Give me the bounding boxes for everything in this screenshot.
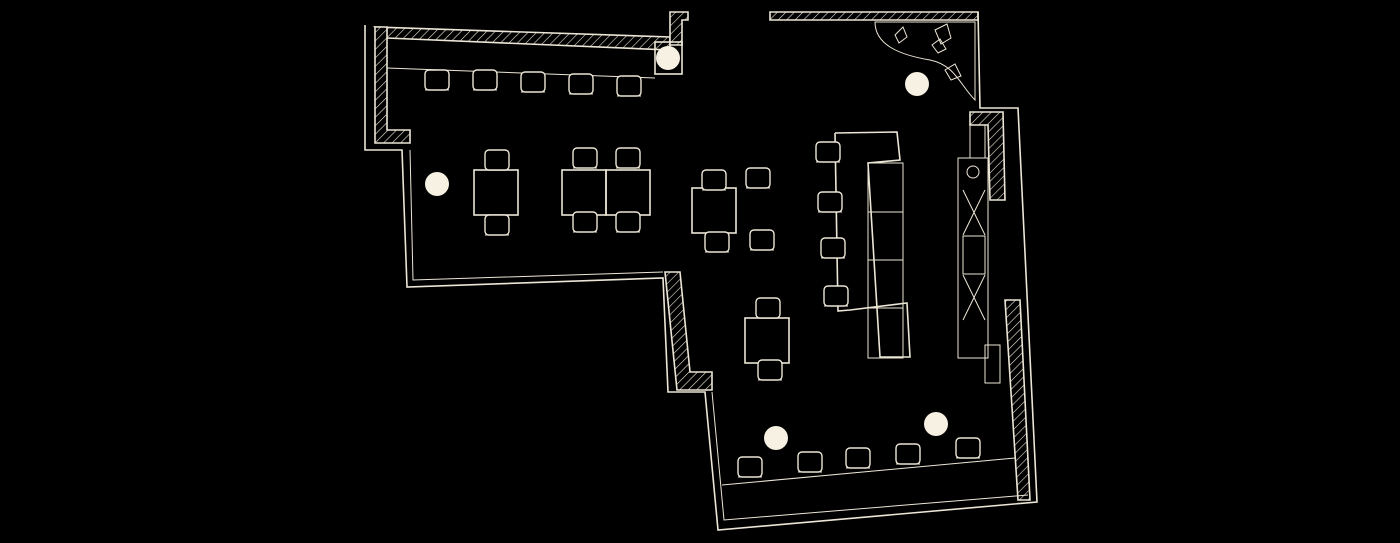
table [561,169,607,216]
wall-step [664,271,713,391]
table [473,169,519,216]
lamp-icon [764,426,788,450]
wall-right-lower [1004,299,1031,501]
outline-inner-bottom [711,391,1029,521]
chair-icon [895,443,921,465]
tables [473,169,790,364]
counter-bottom [721,457,1016,486]
wall-left [374,26,411,144]
chair-icon [817,191,843,213]
chair-icon [615,147,641,169]
wall-top-right [769,11,979,21]
chair-icon [737,456,763,478]
chair-icon [820,237,846,259]
lamp-box [654,41,683,75]
table [605,169,651,216]
outline-inner-left [409,149,664,281]
chair-icon [757,359,783,381]
chair-icon [572,211,598,233]
chair-icon [823,285,849,307]
chair-icon [845,447,871,469]
walls [364,11,1038,531]
chair-icon [797,451,823,473]
sink-icon [966,165,980,179]
chairs [424,69,981,478]
chair-icon [520,71,546,93]
chair-icon [424,69,450,91]
chair-icon [568,73,594,95]
lamp-icon [656,46,680,70]
chair-icon [955,437,981,459]
wall-notch [669,11,689,46]
plant-icon [874,21,976,102]
chair-icon [484,149,510,171]
table [691,187,737,234]
chair-icon [701,169,727,191]
lamp-icon [905,72,929,96]
chair-icon [616,75,642,97]
chair-icon [815,141,841,163]
chair-icon [745,167,771,189]
bar-counter [834,131,911,359]
chair-icon [472,69,498,91]
chair-icon [749,229,775,251]
chair-icon [704,231,730,253]
chair-icon [572,147,598,169]
lamps [425,46,948,450]
wall-top-left [372,26,671,51]
kitchen-counter [957,124,1001,384]
chair-icon [755,297,781,319]
lamp-icon [924,412,948,436]
lamp-icon [425,172,449,196]
chair-icon [484,214,510,236]
table [744,317,790,364]
chair-icon [615,211,641,233]
outline-left [364,11,1038,531]
